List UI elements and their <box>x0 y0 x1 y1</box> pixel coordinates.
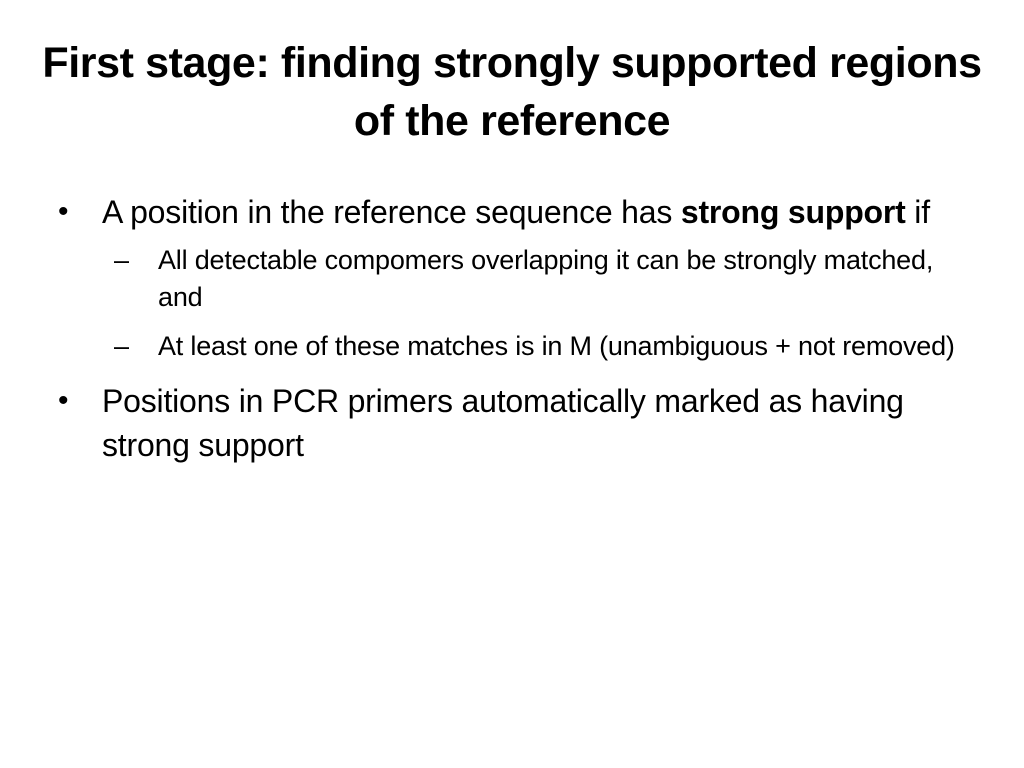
sub-bullet-text: All detectable compomers overlapping it … <box>158 245 934 312</box>
bullet-item-pcr-primers: • Positions in PCR primers automatically… <box>56 379 976 467</box>
bullet-text: Positions in PCR primers automatically m… <box>102 383 904 463</box>
sub-bullet-item: – All detectable compomers overlapping i… <box>114 242 976 316</box>
sub-bullet-item: – At least one of these matches is in M … <box>114 328 976 365</box>
bullet-text-strong: strong support <box>680 194 906 230</box>
sub-bullet-text: At least one of these matches is in M (u… <box>158 331 955 361</box>
bullet-text-end: if <box>905 194 930 230</box>
bullet-item-strong-support: • A position in the reference sequence h… <box>56 190 976 365</box>
sub-bullet-list: – All detectable compomers overlapping i… <box>114 242 976 365</box>
slide-title: First stage: finding strongly supported … <box>42 39 982 145</box>
bullet-text-start: A position in the reference sequence has <box>102 194 681 230</box>
bullet-icon: • <box>58 384 69 417</box>
slide-content: • A position in the reference sequence h… <box>56 190 976 467</box>
bullet-icon: • <box>58 195 69 228</box>
dash-icon: – <box>114 245 129 275</box>
dash-icon: – <box>114 331 129 361</box>
